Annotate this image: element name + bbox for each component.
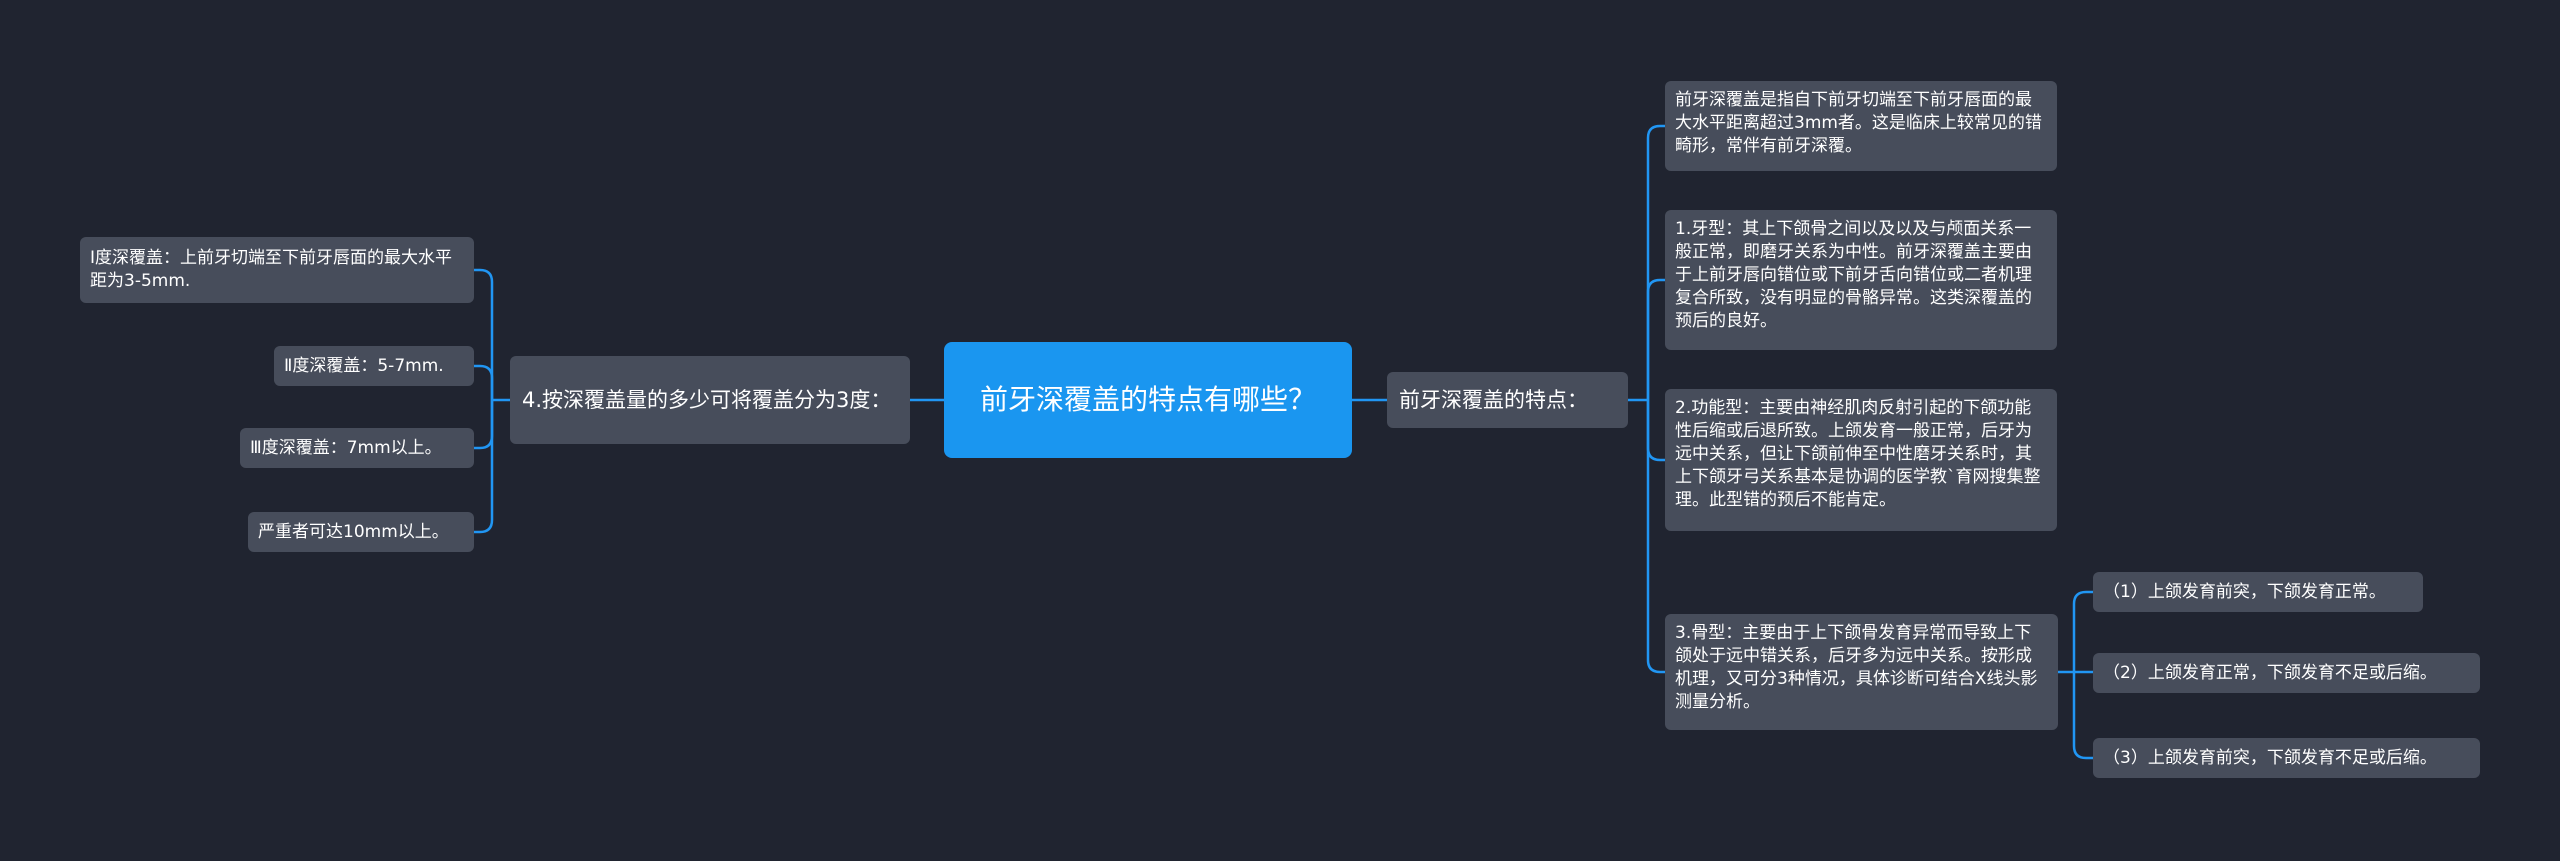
right-item-text: 3.骨型：主要由于上下颌骨发育异常而导致上下颌处于远中错关系，后牙多为远中关系。…: [1675, 623, 2038, 712]
left-item-text: Ⅰ度深覆盖：上前牙切端至下前牙唇面的最大水平距为3-5mm.: [90, 248, 453, 291]
right-item-definition[interactable]: 前牙深覆盖是指自下前牙切端至下前牙唇面的最大水平距离超过3mm者。这是临床上较常…: [1665, 81, 2057, 171]
link-left-item-3: [474, 400, 494, 450]
right-item-dental-type[interactable]: 1.牙型：其上下颌骨之间以及以及与颅面关系一般正常，即磨牙关系为中性。前牙深覆盖…: [1665, 210, 2057, 350]
link-right-item-1: [1646, 124, 1665, 400]
right-item-functional-type[interactable]: 2.功能型：主要由神经肌肉反射引起的下颌功能性后缩或后退所致。上颌发育一般正常，…: [1665, 389, 2057, 531]
left-topic[interactable]: 4.按深覆盖量的多少可将覆盖分为3度：: [510, 356, 910, 444]
left-item-text: Ⅱ度深覆盖：5-7mm.: [284, 355, 444, 376]
root-title: 前牙深覆盖的特点有哪些？: [979, 383, 1316, 417]
right-topic-label: 前牙深覆盖的特点：: [1399, 387, 1588, 412]
link-right-item-3: [1646, 400, 1665, 462]
link-sub-1: [2072, 590, 2093, 672]
left-item-degree-3[interactable]: Ⅲ度深覆盖：7mm以上。: [240, 428, 474, 468]
link-left-item-4: [474, 400, 494, 534]
left-item-severe[interactable]: 严重者可达10mm以上。: [248, 512, 474, 552]
right-item-text: 2.功能型：主要由神经肌肉反射引起的下颌功能性后缩或后退所致。上颌发育一般正常，…: [1675, 398, 2041, 510]
skeletal-subitem-3[interactable]: （3）上颌发育前突，下颌发育不足或后缩。: [2093, 738, 2480, 778]
left-topic-label: 4.按深覆盖量的多少可将覆盖分为3度：: [522, 387, 892, 412]
skeletal-subitem-2[interactable]: （2）上颌发育正常，下颌发育不足或后缩。: [2093, 653, 2480, 693]
link-right-item-2: [1646, 278, 1665, 400]
right-item-skeletal-type[interactable]: 3.骨型：主要由于上下颌骨发育异常而导致上下颌处于远中错关系，后牙多为远中关系。…: [1665, 614, 2058, 730]
link-left-item-1: [474, 268, 494, 400]
link-sub-3: [2072, 672, 2093, 760]
link-right-item-4: [1646, 400, 1665, 674]
skeletal-subitem-1[interactable]: （1）上颌发育前突，下颌发育正常。: [2093, 572, 2423, 612]
subitem-text: （3）上颌发育前突，下颌发育不足或后缩。: [2103, 747, 2437, 768]
root-topic[interactable]: 前牙深覆盖的特点有哪些？: [944, 342, 1352, 458]
left-item-degree-2[interactable]: Ⅱ度深覆盖：5-7mm.: [274, 346, 474, 386]
left-item-degree-1[interactable]: Ⅰ度深覆盖：上前牙切端至下前牙唇面的最大水平距为3-5mm.: [80, 237, 474, 303]
left-item-text: Ⅲ度深覆盖：7mm以上。: [250, 437, 442, 458]
right-item-text: 前牙深覆盖是指自下前牙切端至下前牙唇面的最大水平距离超过3mm者。这是临床上较常…: [1675, 90, 2042, 156]
subitem-text: （1）上颌发育前突，下颌发育正常。: [2103, 581, 2386, 602]
subitem-text: （2）上颌发育正常，下颌发育不足或后缩。: [2103, 662, 2437, 683]
right-item-text: 1.牙型：其上下颌骨之间以及以及与颅面关系一般正常，即磨牙关系为中性。前牙深覆盖…: [1675, 219, 2032, 331]
right-topic[interactable]: 前牙深覆盖的特点：: [1387, 372, 1628, 428]
link-left-item-2: [474, 364, 494, 400]
left-item-text: 严重者可达10mm以上。: [258, 521, 449, 542]
